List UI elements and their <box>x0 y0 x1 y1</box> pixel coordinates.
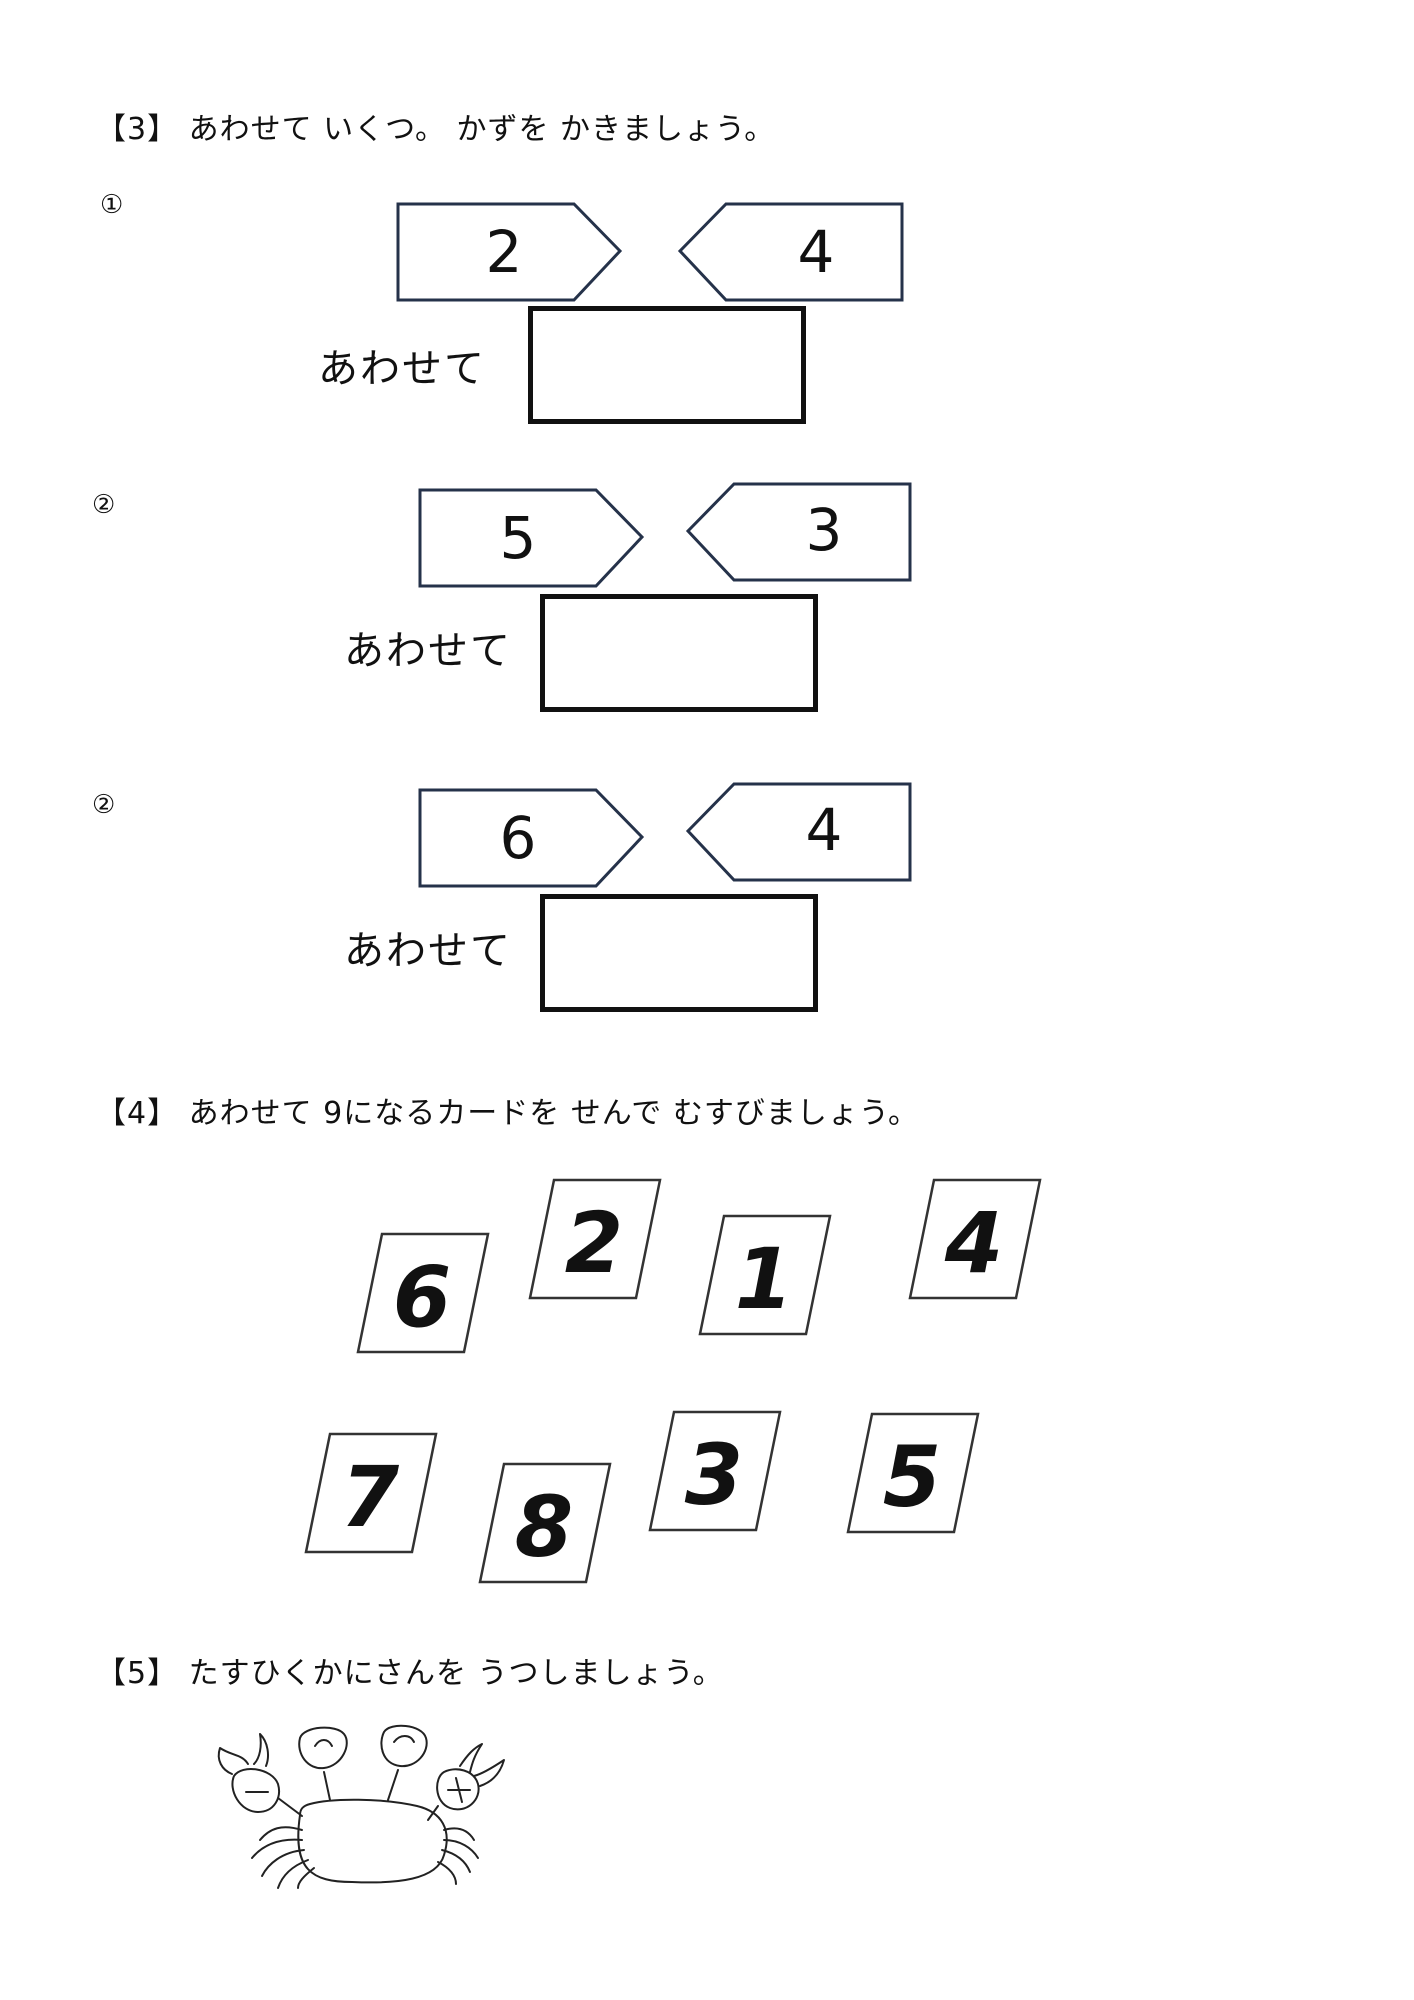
problem-3-right-arrow: 4 <box>685 782 912 882</box>
problem-1-right-arrow: 4 <box>677 202 904 302</box>
svg-text:6: 6 <box>393 1248 451 1346</box>
svg-text:2: 2 <box>565 1194 623 1292</box>
problem-1-number: ① <box>100 190 124 220</box>
problem-3-label: あわせて <box>344 928 512 974</box>
problem-3-answer-box[interactable] <box>540 894 818 1012</box>
problem-2-left-number: 5 <box>500 504 537 572</box>
number-card[interactable]: 5 <box>846 1412 980 1534</box>
number-card[interactable]: 3 <box>648 1410 782 1532</box>
svg-text:8: 8 <box>515 1478 573 1576</box>
problem-1-right-number: 4 <box>798 218 835 286</box>
svg-text:1: 1 <box>735 1230 793 1328</box>
problem-2-answer-box[interactable] <box>540 594 818 712</box>
number-card[interactable]: 1 <box>698 1214 832 1336</box>
svg-text:5: 5 <box>883 1428 941 1526</box>
section-3-heading: 【3】 あわせて いくつ。 かずを かきましょう。 <box>96 112 776 147</box>
number-card[interactable]: 7 <box>304 1432 438 1554</box>
number-card[interactable]: 8 <box>478 1462 612 1584</box>
number-card[interactable]: 2 <box>528 1178 662 1300</box>
problem-3-left-number: 6 <box>500 804 537 872</box>
problem-1-left-arrow: 2 <box>396 202 623 302</box>
svg-text:7: 7 <box>341 1448 400 1546</box>
problem-3-right-number: 4 <box>806 796 843 864</box>
problem-1-answer-box[interactable] <box>528 306 806 424</box>
svg-text:4: 4 <box>944 1194 1003 1292</box>
section-4-heading: 【4】 あわせて 9になるカードを せんで むすびましょう。 <box>96 1096 920 1131</box>
problem-1-left-number: 2 <box>486 218 523 286</box>
problem-2-number: ② <box>92 490 116 520</box>
problem-3-number: ② <box>92 790 116 820</box>
svg-text:3: 3 <box>685 1426 743 1524</box>
number-card[interactable]: 6 <box>356 1232 490 1354</box>
number-card[interactable]: 4 <box>908 1178 1042 1300</box>
problem-2-right-arrow: 3 <box>685 482 912 582</box>
problem-2-left-arrow: 5 <box>418 488 645 588</box>
problem-3-left-arrow: 6 <box>418 788 645 888</box>
problem-1-label: あわせて <box>318 346 486 392</box>
section-5-heading: 【5】 たすひくかにさんを うつしましょう。 <box>96 1656 724 1691</box>
problem-2-right-number: 3 <box>806 496 843 564</box>
problem-2-label: あわせて <box>344 628 512 674</box>
crab-drawing-icon <box>217 1724 505 1889</box>
